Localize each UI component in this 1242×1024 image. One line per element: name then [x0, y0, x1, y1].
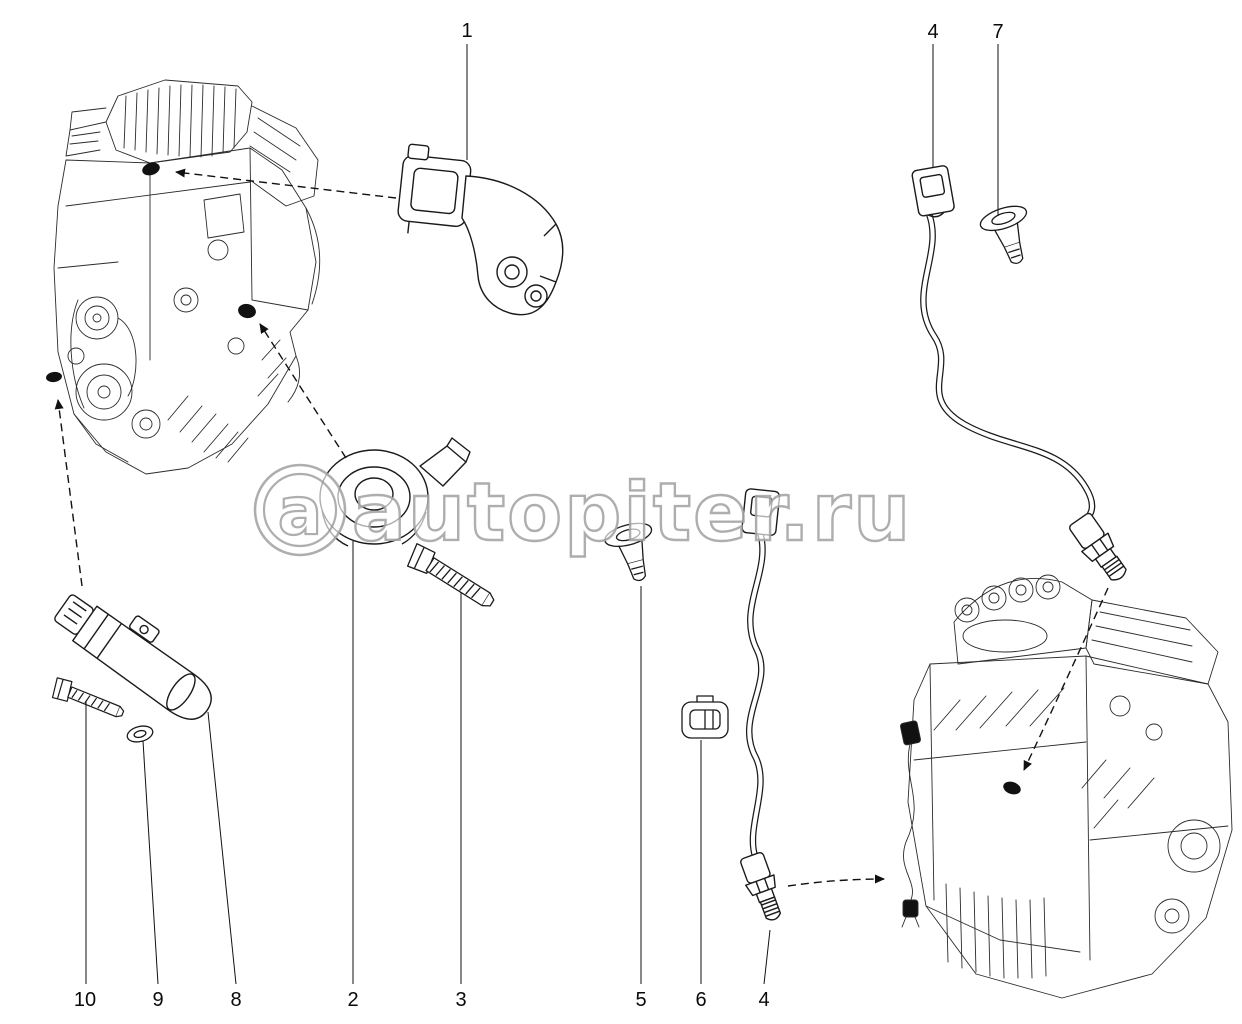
- engine2-sensor-spot: [1003, 781, 1021, 795]
- callout-3: 3: [455, 989, 467, 1011]
- figure-bolt-small: [51, 677, 125, 718]
- callout-leader-lines: [85, 44, 999, 985]
- watermark-logo-letter: a: [278, 473, 323, 550]
- watermark-logo-inner-ring: [262, 472, 338, 548]
- watermark-logo-outer-ring: [253, 463, 347, 557]
- figure-washer: [126, 725, 154, 743]
- figure-pressure-sensor: [397, 143, 564, 316]
- callout-2: 2: [347, 989, 359, 1011]
- pointer-arrows: [54, 168, 1109, 887]
- watermark-text: autopiter.ru: [352, 466, 912, 559]
- callout-10: 10: [73, 989, 97, 1011]
- callout-7: 7: [992, 21, 1004, 43]
- engine-illustration-top-left: [53, 79, 321, 475]
- figure-clip-7: [979, 205, 1028, 265]
- figure-bolt-knock: [406, 543, 495, 607]
- callout-8: 8: [230, 989, 242, 1011]
- watermark: a autopiter.ru: [253, 463, 912, 560]
- figure-crankshaft-sensor: [54, 594, 212, 720]
- figure-knock-sensor: [319, 437, 471, 547]
- callout-1: 1: [461, 20, 473, 42]
- figure-oxygen-sensor-bottom: [740, 488, 782, 921]
- callout-4-bottom: 4: [758, 989, 770, 1011]
- callout-9: 9: [152, 989, 164, 1011]
- figure-clip-5: [604, 522, 653, 582]
- engine1-sensor-spots: [46, 162, 256, 383]
- engine-illustration-bottom-right: [899, 574, 1233, 999]
- figure-oxygen-sensor-top: [911, 165, 1127, 581]
- figure-cable-clamp: [681, 695, 729, 739]
- callout-5: 5: [635, 989, 647, 1011]
- callout-6: 6: [695, 989, 707, 1011]
- callout-4-top: 4: [927, 21, 939, 43]
